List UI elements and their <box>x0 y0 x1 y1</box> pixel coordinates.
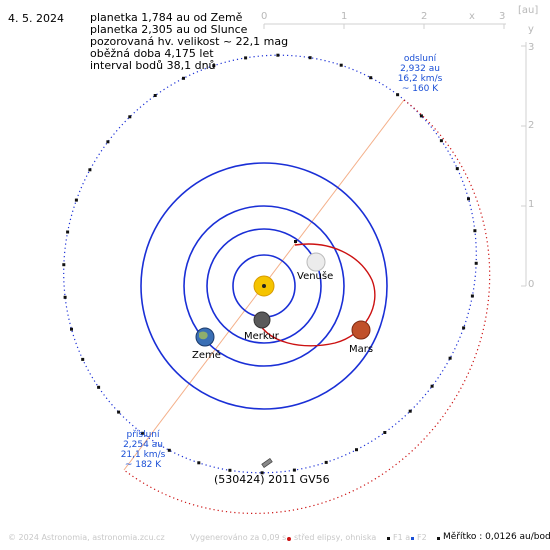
asteroid-position-dot <box>197 461 201 465</box>
asteroid-position-dot <box>430 384 434 388</box>
asteroid-position-dot <box>74 198 78 202</box>
x-tick-label-3: 3 <box>499 11 506 22</box>
mercury-label: Merkur <box>244 331 279 342</box>
near-segment-path <box>254 243 376 347</box>
asteroid-position-dot <box>448 356 452 360</box>
asteroid-position-dot <box>228 468 232 472</box>
perihelion-title: přísluní <box>126 430 160 440</box>
footer-copyright: © 2024 Astronomia, astronomia.zcu.cz <box>8 533 165 542</box>
asteroid-position-dot <box>128 115 132 119</box>
footer-legend-center: střed elipsy, ohniska <box>294 533 377 542</box>
asteroid-position-dot <box>70 327 73 331</box>
aphelion-temp: ~ 160 K <box>401 84 439 94</box>
date-label: 4. 5. 2024 <box>8 12 64 25</box>
perihelion-note: přísluní 2,254 au 21,1 km/s ~ 182 K <box>118 430 168 470</box>
asteroid-position-dot <box>244 56 248 60</box>
info-distance-sun: planetka 2,305 au od Slunce <box>90 23 248 36</box>
y-tick-label-2: 2 <box>528 120 535 131</box>
asteroid-orbit-red-part <box>123 99 491 515</box>
asteroid-position-dot <box>88 168 92 172</box>
sun-center-dot <box>262 284 266 288</box>
asteroid-position-dot <box>339 63 343 67</box>
venus-label: Venuše <box>297 271 334 282</box>
asteroid-position-dot <box>97 385 101 389</box>
legend-scale-marker <box>437 537 440 540</box>
unit-label: [au] <box>518 5 539 16</box>
y-tick-label-0: 0 <box>528 279 535 290</box>
asteroid-position-dot <box>153 94 157 97</box>
footer-scale: Měřítko : 0,0126 au/bod <box>443 532 550 542</box>
legend-center-marker <box>287 537 291 541</box>
info-magnitude: pozorovaná hv. velikost ~ 22,1 mag <box>90 35 289 48</box>
asteroid-position-dot <box>308 56 312 60</box>
x-tick-label-0: 0 <box>261 11 268 22</box>
x-axis-label: x <box>469 11 475 22</box>
aphelion-title: odsluní <box>403 54 437 64</box>
x-tick-label-2: 2 <box>421 11 428 22</box>
legend-f1-marker <box>387 537 390 540</box>
asteroid-position-dot <box>276 53 280 57</box>
asteroid-position-dot <box>355 448 358 452</box>
info-period: oběžná doba 4,175 let <box>90 47 214 60</box>
aphelion-speed: 16,2 km/s <box>397 74 443 84</box>
perihelion-temp: ~ 182 K <box>124 460 162 470</box>
y-axis-label: y <box>528 24 534 35</box>
earth-orbit <box>183 205 345 367</box>
asteroid-position-dot <box>439 139 443 143</box>
asteroid-position-dot <box>396 93 400 97</box>
ellipse-center-mark <box>294 240 297 243</box>
info-distance-earth: planetka 1,784 au od Země <box>90 11 243 24</box>
asteroid-position-dot <box>140 431 144 435</box>
legend-f2-marker <box>411 537 414 540</box>
asteroid-position-dot <box>81 357 85 361</box>
asteroid-position-dot <box>117 410 121 414</box>
asteroid-position-dot <box>260 471 264 475</box>
asteroid-name: (530424) 2011 GV56 <box>214 473 330 486</box>
aphelion-note: odsluní 2,932 au 16,2 km/s ~ 160 K <box>395 54 445 94</box>
mars-label: Mars <box>349 344 374 355</box>
asteroid-position-dot <box>106 140 110 144</box>
asteroid-position-dot <box>474 261 478 265</box>
asteroid-position-dot <box>324 460 328 464</box>
footer-legend-f2: F2 <box>417 533 427 542</box>
asteroid-position-dot <box>212 64 216 68</box>
asteroid-position-dot <box>167 448 171 452</box>
asteroid-position-dot <box>63 295 67 299</box>
info-point-interval: interval bodů 38,1 dnů <box>90 59 216 72</box>
venus-icon <box>306 252 326 272</box>
asteroid-position-dot <box>470 294 474 298</box>
asteroid-position-dot <box>473 229 477 233</box>
aphelion-distance: 2,932 au <box>400 64 440 74</box>
venus-orbit <box>206 228 322 344</box>
asteroid-position-dot <box>369 76 373 80</box>
earth-land-shape <box>199 331 208 340</box>
asteroid-position-dot <box>62 263 66 267</box>
asteroid-position-dots <box>62 53 478 475</box>
perihelion-distance: 2,254 au <box>123 440 163 450</box>
y-tick-label-3: 3 <box>528 42 535 53</box>
asteroid-position-dot <box>462 326 466 330</box>
footer-legend-f1: F1 a <box>393 533 411 542</box>
asteroid-position-dot <box>419 114 423 118</box>
asteroid-position-dot <box>408 409 412 413</box>
perihelion-speed: 21,1 km/s <box>120 450 166 460</box>
mars-orbit <box>140 162 388 410</box>
mercury-icon <box>253 311 271 329</box>
asteroid-position-dot <box>383 431 387 434</box>
earth-label: Země <box>192 350 221 361</box>
asteroid-position-dot <box>182 76 185 80</box>
footer-generated: Vygenerováno za 0,09 s <box>190 533 287 542</box>
mars-icon <box>351 320 371 340</box>
asteroid-position-dot <box>66 230 70 234</box>
asteroid-position-dot <box>455 167 459 171</box>
asteroid-position-dot <box>292 468 296 472</box>
y-tick-label-1: 1 <box>528 199 535 210</box>
asteroid-position-dot <box>467 197 470 201</box>
asteroid-icon <box>261 458 273 468</box>
x-tick-label-1: 1 <box>341 11 348 22</box>
